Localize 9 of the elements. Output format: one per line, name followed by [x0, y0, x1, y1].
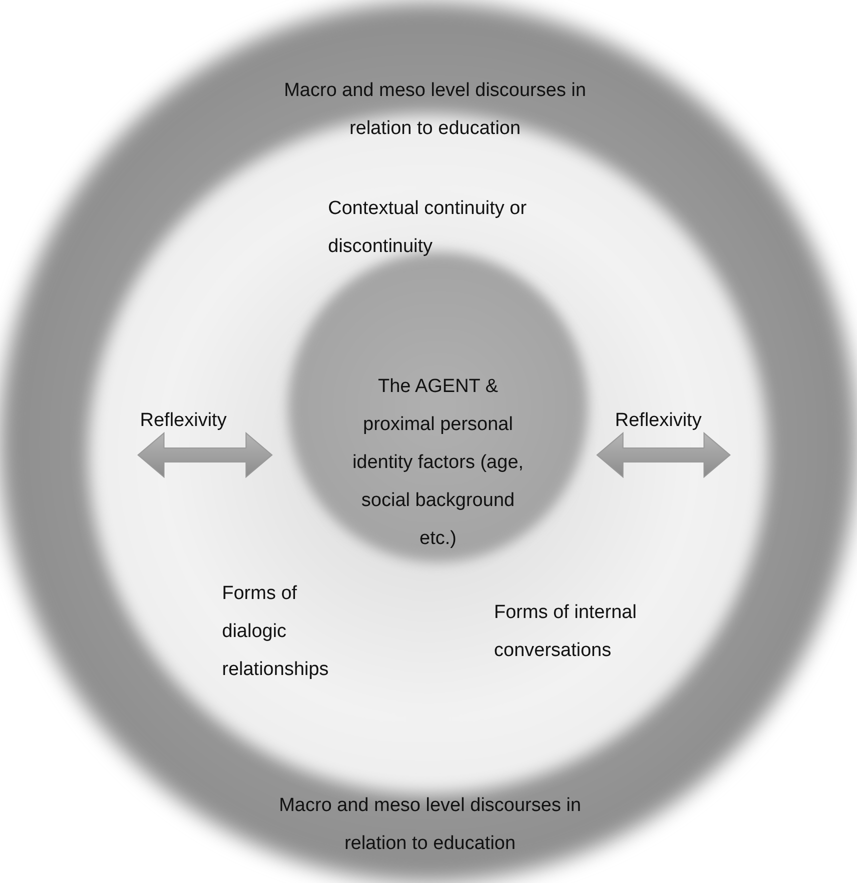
reflexivity-label: Reflexivity [140, 409, 228, 433]
region-label: Macro and meso level discourses in relation to education [278, 794, 582, 856]
region-label: The AGENT & proximal personal identity factors (age, social background etc.) [351, 375, 525, 551]
region-label: Forms of internal conversations [494, 601, 638, 663]
region-label: Forms of dialogic relationships [222, 582, 330, 682]
region-label: Contextual continuity or discontinuity [328, 197, 528, 259]
ellipse-region [88, 114, 768, 794]
reflexivity-label: Reflexivity [615, 409, 703, 433]
region-label: Macro and meso level discourses in relation to education [282, 79, 588, 141]
